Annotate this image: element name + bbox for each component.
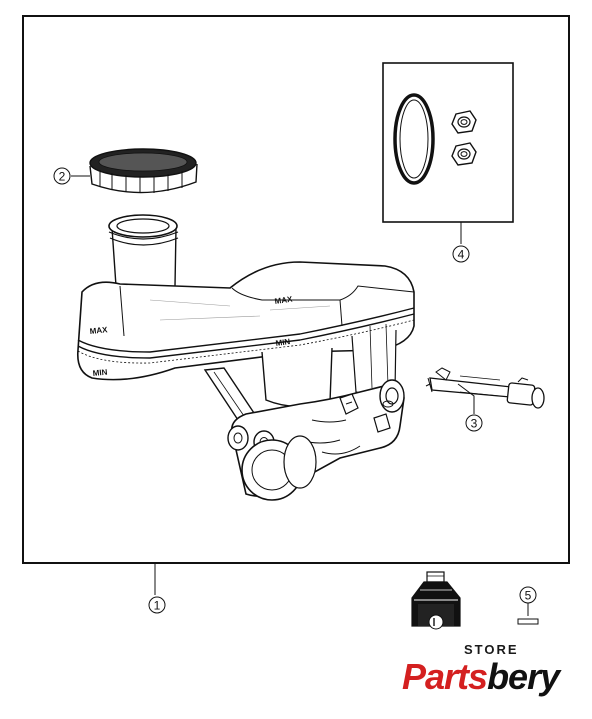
callout-3: 3 bbox=[465, 414, 483, 432]
callout-4: 4 bbox=[452, 245, 470, 263]
master-cylinder-body bbox=[227, 379, 405, 501]
marking-min-right: MIN bbox=[275, 337, 291, 348]
o-ring bbox=[393, 93, 435, 185]
pressure-sensor bbox=[425, 367, 545, 409]
callout-5-label: 5 bbox=[525, 589, 532, 603]
marking-max-left: MAX bbox=[89, 325, 108, 336]
logo-store-text: STORE bbox=[464, 642, 519, 657]
reservoir-cap bbox=[89, 148, 198, 194]
leader-lines bbox=[71, 175, 529, 616]
callout-1-label: 1 bbox=[154, 599, 161, 613]
reservoir-neck bbox=[108, 214, 179, 292]
kit-inset-frame bbox=[382, 62, 514, 223]
nut-top bbox=[451, 110, 477, 134]
logo-wordmark: Partsbery bbox=[402, 656, 560, 698]
assembly-frame bbox=[22, 15, 570, 564]
callout-3-label: 3 bbox=[471, 417, 478, 431]
mounting-bracket bbox=[203, 367, 258, 421]
nut-bottom bbox=[451, 142, 477, 166]
callout-2: 2 bbox=[53, 167, 71, 185]
brake-fluid-bottle bbox=[411, 571, 461, 630]
callout-1: 1 bbox=[148, 596, 166, 614]
callout-5: 5 bbox=[519, 586, 537, 604]
logo-parts-text: Parts bbox=[402, 656, 488, 697]
callout-2-label: 2 bbox=[59, 170, 66, 184]
marking-max-right: MAX bbox=[274, 295, 294, 306]
marking-min-left: MIN bbox=[92, 367, 108, 378]
logo-bery-text: bery bbox=[487, 656, 560, 697]
callout-4-label: 4 bbox=[458, 248, 465, 262]
partsbery-logo: STORE Partsbery bbox=[402, 642, 582, 702]
item-5-part bbox=[517, 618, 539, 625]
